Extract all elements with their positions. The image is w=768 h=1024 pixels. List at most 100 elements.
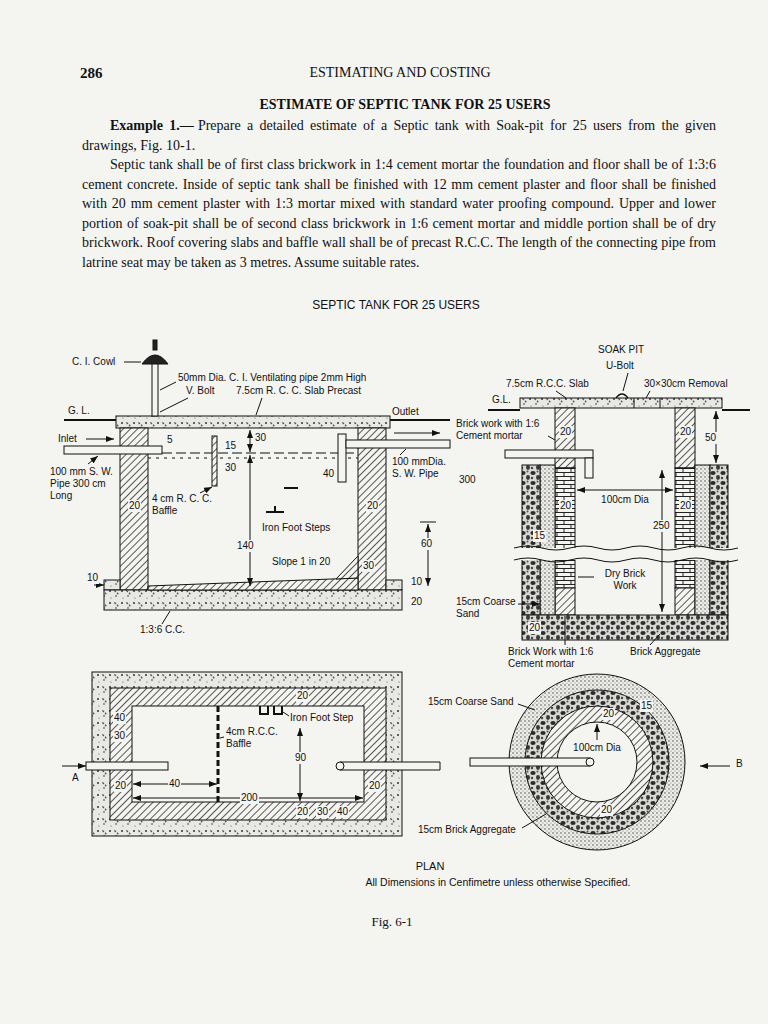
part-label: 4 cm R. C. C. Baffle: [152, 493, 216, 517]
leader-line: [220, 737, 224, 738]
dimension-line: [428, 524, 429, 586]
leader-line: [124, 362, 141, 363]
leader-line: [623, 373, 628, 391]
outlet-tee: [338, 434, 346, 482]
part-label: 7.5cm R.C.C. Slab: [506, 378, 589, 390]
soak-pit-section: [488, 373, 750, 645]
dimension-number: 60: [420, 538, 433, 550]
brick-wall: [358, 428, 386, 590]
dimension-number: 30: [113, 730, 126, 742]
inlet-pipe: [86, 762, 168, 770]
page-number: 286: [80, 64, 103, 82]
concrete-bed: [92, 672, 402, 836]
part-label: Brick work with 1:6 Cement mortar: [456, 418, 550, 442]
inlet-pipe: [470, 758, 590, 766]
dry-brick-wall: [555, 468, 575, 588]
dimension-line: [420, 522, 436, 523]
baffle: [217, 706, 220, 802]
part-label: 30×30cm Removal: [644, 378, 728, 390]
leader-line: [565, 616, 566, 645]
dimension-number: 10: [410, 576, 423, 588]
dimension-line: [94, 585, 104, 586]
note: Slope 1 in 20: [272, 556, 330, 568]
dimension-line: [577, 490, 673, 491]
dimension-number: 200: [240, 792, 259, 804]
flow-arrow: [394, 433, 440, 434]
leader-line: [556, 391, 566, 398]
part-label: Dry Brick Work: [595, 568, 655, 592]
example-number: Example 1.—: [110, 118, 194, 133]
paragraph: Septic tank shall be of first class bric…: [82, 157, 716, 270]
paragraph-block: Septic tank shall be of first class bric…: [82, 155, 716, 272]
part-label: 7.5cm R. C. C. Slab Precast: [236, 385, 361, 397]
leader-line: [548, 436, 555, 440]
brick-wall: [555, 408, 575, 468]
dimension-number: 20: [114, 780, 127, 792]
dimension-number: 20: [679, 500, 692, 512]
dimension-line: [662, 470, 663, 612]
dimension-number: 20: [559, 500, 572, 512]
water-level: [148, 458, 358, 459]
dimension-number: 20: [410, 596, 423, 608]
ground-level-label: G.L.: [492, 394, 511, 406]
ground-level-label: G. L.: [68, 405, 90, 417]
brick-aggregate: [522, 615, 728, 640]
running-header: ESTIMATING AND COSTING: [309, 65, 490, 82]
cowl: [142, 355, 168, 364]
u-bolt: [616, 394, 628, 398]
dimension-number: 20: [296, 690, 309, 702]
brick-wall: [675, 588, 695, 615]
dimension-number: 300: [458, 474, 477, 486]
outlet-pipe: [336, 762, 344, 770]
dimension-number: 30: [224, 462, 237, 474]
dimension-number: 20: [600, 804, 613, 816]
dimension-number: 20: [296, 806, 309, 818]
dimension-number: 20: [679, 426, 692, 438]
dimension-number: 140: [236, 540, 255, 552]
leader-line: [400, 449, 406, 455]
foot-step: [284, 487, 298, 489]
part-label: 100 mmDia. S. W. Pipe: [392, 456, 454, 480]
dimension-line: [250, 455, 251, 586]
leader-line: [646, 391, 650, 398]
part-label: Brick Work with 1:6 Cement mortar: [508, 646, 612, 670]
break-line: [514, 546, 738, 550]
foot-step: [260, 706, 282, 714]
footing: [386, 580, 402, 590]
part-label: 4cm R.C.C. Baffle: [226, 726, 284, 750]
inlet-pipe: [505, 450, 593, 458]
dimension-line: [300, 728, 301, 801]
brick-wall: [675, 408, 695, 468]
brick-wall: [110, 688, 386, 820]
dimension-number: 20: [366, 500, 379, 512]
part-label: 15cm Coarse Sand: [428, 696, 514, 708]
break-line: [514, 558, 738, 562]
section-mark: B: [736, 758, 743, 770]
dimension-number: 90: [294, 752, 307, 764]
part-label: Brick Aggregate: [630, 646, 701, 658]
outlet-pipe: [340, 762, 440, 770]
view-title: SOAK PIT: [598, 344, 644, 356]
dry-brick-wall: [675, 468, 695, 588]
heading: ESTIMATE OF SEPTIC TANK FOR 25 USERS: [259, 97, 550, 114]
dimension-number: 30: [362, 560, 375, 572]
leader-line: [578, 577, 594, 578]
leader-line: [522, 814, 546, 828]
part-label: 1:3:6 C.C.: [140, 624, 185, 636]
dimension-number: 20: [559, 426, 572, 438]
section-line: [700, 766, 730, 767]
coarse-sand: [695, 465, 710, 615]
inlet-pipe: [585, 458, 593, 478]
cover-joint: [634, 398, 660, 408]
haunch: [336, 556, 358, 579]
flow-arrow: [86, 439, 114, 440]
outlet-pipe: [346, 440, 450, 448]
foot-step: [266, 506, 284, 512]
dimension: 100cm Dia: [599, 494, 651, 506]
baffle: [212, 436, 217, 486]
vent-pipe: [152, 362, 158, 416]
ground-line: [488, 409, 750, 411]
dimension: 100cm Dia: [573, 742, 621, 754]
